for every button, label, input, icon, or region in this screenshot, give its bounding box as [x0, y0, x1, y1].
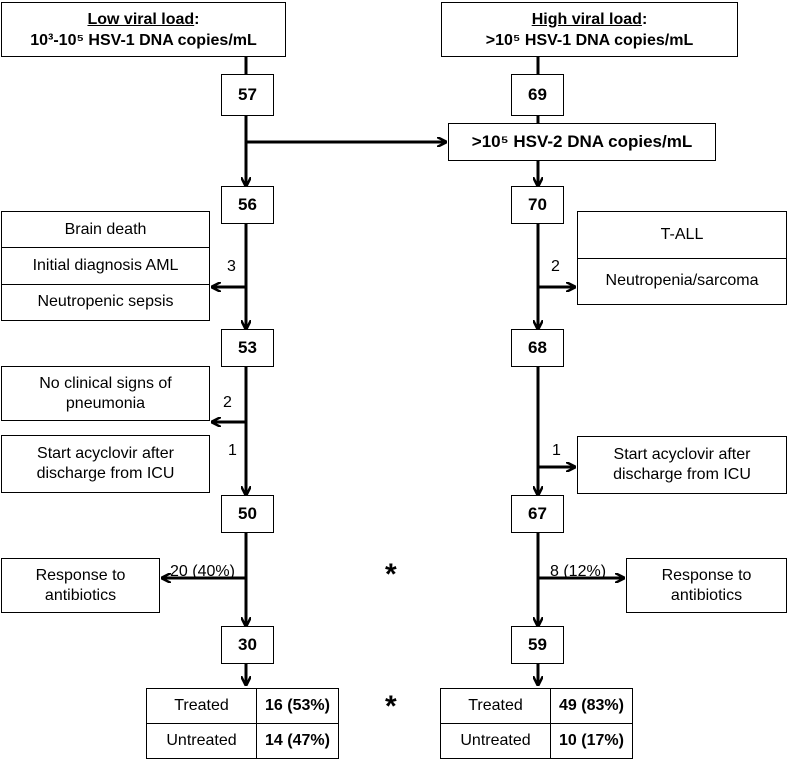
left-exclusion-3-count: 20 (40%)	[170, 563, 235, 580]
left-exclusion-3: Response to antibiotics	[1, 558, 160, 613]
left-header-colon: :	[194, 10, 200, 28]
left-exclusion-2a-count: 2	[223, 394, 232, 411]
left-exclusion-1: Brain death Initial diagnosis AML Neutro…	[1, 211, 210, 321]
right-exclusion-2: Start acyclovir after discharge from ICU	[577, 436, 787, 494]
significance-star-1: *	[385, 558, 397, 591]
left-exclusion-2a: No clinical signs of pneumonia	[1, 366, 210, 421]
left-result-value-1: 16 (53%)	[256, 688, 339, 724]
right-result-label-1: Treated	[440, 688, 551, 724]
right-header-colon: :	[641, 10, 648, 28]
right-count-5: 59	[511, 626, 564, 664]
right-exclusion-1-item-2: Neutropenia/sarcoma	[578, 257, 786, 305]
right-count-2: 70	[511, 186, 564, 224]
right-exclusion-1: T-ALL Neutropenia/sarcoma	[577, 211, 787, 305]
left-exclusion-2b-count: 1	[228, 442, 237, 459]
left-count-4: 50	[221, 495, 274, 533]
right-header-box: High viral load: >10⁵ HSV-1 DNA copies/m…	[441, 2, 738, 57]
left-exclusion-1-item-1: Brain death	[64, 220, 147, 238]
left-header-title: Low viral load	[87, 10, 195, 28]
right-result-value-2: 10 (17%)	[550, 723, 633, 759]
right-exclusion-3: Response to antibiotics	[626, 558, 787, 613]
left-count-3: 53	[221, 329, 274, 367]
right-exclusion-2-text: Start acyclovir after discharge from ICU	[613, 446, 751, 483]
left-header-box: Low viral load: 10³-10⁵ HSV-1 DNA copies…	[1, 2, 286, 57]
left-count-1: 57	[221, 74, 274, 116]
right-count-4: 67	[511, 495, 564, 533]
left-count-5: 30	[221, 626, 274, 664]
left-result-label-2: Untreated	[146, 723, 257, 759]
left-exclusion-1-count: 3	[227, 258, 236, 275]
right-count-3: 68	[511, 329, 564, 367]
left-header-sub: 10³-10⁵ HSV-1 DNA copies/mL	[30, 31, 257, 49]
left-exclusion-3-text: Response to antibiotics	[35, 566, 126, 604]
table-row: Treated 49 (83%)	[440, 688, 633, 724]
left-exclusion-2b: Start acyclovir after discharge from ICU	[1, 435, 210, 493]
right-exclusion-1-item-1: T-ALL	[660, 225, 704, 243]
right-header-title: High viral load	[531, 10, 642, 28]
right-exclusion-2-count: 1	[552, 442, 561, 459]
left-count-2: 56	[221, 186, 274, 224]
left-exclusion-1-item-3: Neutropenic sepsis	[2, 283, 209, 320]
left-exclusion-2b-text: Start acyclovir after discharge from ICU	[36, 445, 175, 482]
left-result-value-2: 14 (47%)	[256, 723, 339, 759]
right-exclusion-3-text: Response to antibiotics	[661, 566, 752, 604]
table-row: Untreated 10 (17%)	[440, 723, 633, 759]
left-result-table: Treated 16 (53%) Untreated 14 (47%)	[146, 688, 339, 759]
significance-star-2: *	[385, 690, 397, 723]
table-row: Untreated 14 (47%)	[146, 723, 339, 759]
right-exclusion-1-count: 2	[551, 258, 560, 275]
left-result-label-1: Treated	[146, 688, 257, 724]
left-exclusion-1-item-2: Initial diagnosis AML	[2, 247, 209, 283]
right-exclusion-3-count: 8 (12%)	[550, 563, 607, 580]
right-result-value-1: 49 (83%)	[550, 688, 633, 724]
right-result-table: Treated 49 (83%) Untreated 10 (17%)	[440, 688, 633, 759]
table-row: Treated 16 (53%)	[146, 688, 339, 724]
right-count-1: 69	[511, 74, 564, 116]
left-exclusion-2a-text: No clinical signs of pneumonia	[39, 374, 172, 412]
right-result-label-2: Untreated	[440, 723, 551, 759]
right-header-sub: >10⁵ HSV-1 DNA copies/mL	[485, 31, 694, 49]
hsv2-box: >10⁵ HSV-2 DNA copies/mL	[448, 123, 716, 161]
